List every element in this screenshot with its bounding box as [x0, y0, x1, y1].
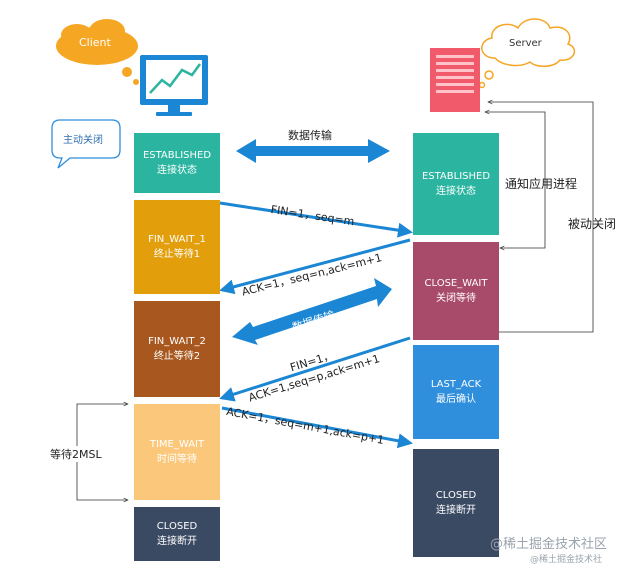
state-desc: 连接状态: [157, 165, 197, 176]
state-name: LAST_ACK: [430, 379, 482, 390]
state-name: TIME_WAIT: [149, 439, 205, 450]
state-desc: 时间等待: [157, 454, 197, 465]
state-desc: 连接断开: [157, 536, 197, 547]
passive-close-label: 被动关闭: [568, 217, 617, 231]
notify-app-label: 通知应用进程: [505, 177, 578, 191]
state-desc: 连接断开: [436, 505, 476, 516]
state-desc: 终止等待1: [153, 249, 201, 260]
server-state-closed: CLOSED 连接断开: [413, 449, 499, 557]
notify-app-bracket: [485, 112, 546, 248]
state-name: ESTABLISHED: [142, 150, 212, 161]
client-state-fin-wait-1: FIN_WAIT_1 终止等待1: [134, 200, 220, 294]
wait-2msl-label: 等待2MSL: [50, 446, 102, 462]
state-name: FIN_WAIT_2: [148, 336, 206, 347]
state-name: CLOSE_WAIT: [424, 278, 488, 289]
client-label: Client: [79, 36, 111, 49]
state-desc: 连接状态: [436, 186, 476, 197]
ack2-arrow: [221, 406, 413, 449]
client-cloud: [56, 19, 139, 85]
server-state-established: ESTABLISHED 连接状态: [413, 133, 499, 235]
client-state-fin-wait-2: FIN_WAIT_2 终止等待2: [134, 301, 220, 397]
client-state-closed: CLOSED 连接断开: [134, 507, 220, 561]
server-state-close-wait: CLOSE_WAIT 关闭等待: [413, 242, 499, 340]
server-label: Server: [509, 38, 542, 49]
server-icon: [430, 48, 480, 112]
state-name: CLOSED: [435, 490, 477, 501]
state-name: ESTABLISHED: [421, 171, 491, 182]
server-state-last-ack: LAST_ACK 最后确认: [413, 345, 499, 439]
client-state-established: ESTABLISHED 连接状态: [134, 133, 220, 193]
fin1-arrow: [219, 201, 413, 238]
client-state-time-wait: TIME_WAIT 时间等待: [134, 404, 220, 500]
monitor-icon: [140, 55, 208, 116]
data-transfer-arrow-2: [232, 278, 392, 345]
state-name: FIN_WAIT_1: [148, 234, 206, 245]
state-desc: 最后确认: [436, 394, 476, 405]
watermark-main: @稀土掘金技术社区: [490, 537, 608, 552]
server-cloud: [478, 18, 576, 89]
state-name: CLOSED: [156, 521, 198, 532]
passive-close-bracket: [475, 102, 594, 332]
watermark-small: @稀土掘金技术社: [530, 555, 603, 565]
fin2-arrow: [219, 336, 411, 402]
state-desc: 关闭等待: [436, 293, 476, 304]
ack1-arrow: [219, 238, 411, 295]
active-close-bubble: [51, 119, 121, 169]
data-transfer-label: 数据传输: [288, 129, 332, 142]
state-desc: 终止等待2: [153, 351, 201, 362]
active-close-label: 主动关闭: [63, 135, 103, 146]
data-transfer-double-arrow: [236, 139, 390, 163]
